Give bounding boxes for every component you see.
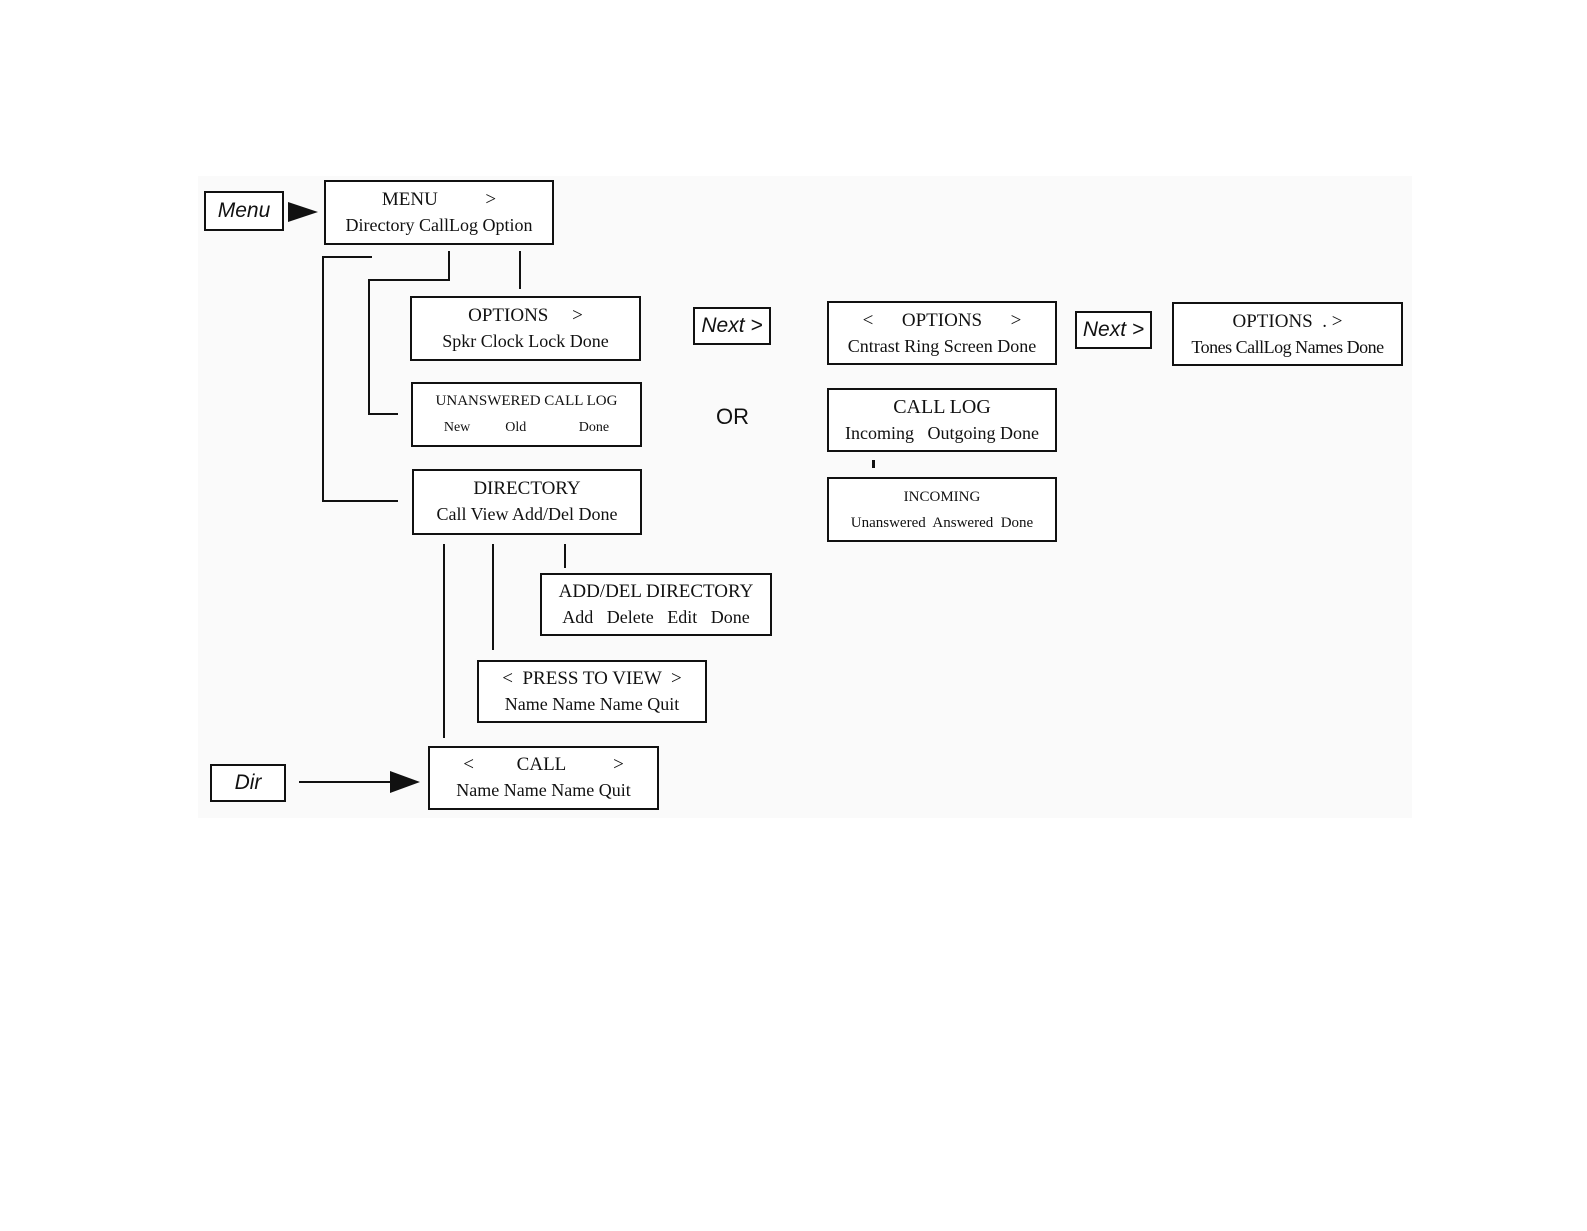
screen-title: ADD/DEL DIRECTORY [558,581,754,602]
connector-line [299,781,395,783]
connector-line [322,256,372,258]
arrow-right-icon [288,202,318,222]
options-screen: OPTIONS > Spkr Clock Lock Done [410,296,641,361]
screen-title: OPTIONS > [468,305,583,326]
screen-title: < PRESS TO VIEW > [502,668,682,689]
connector-line [448,251,450,281]
connector-line [564,544,566,568]
screen-softkeys: Name Name Name Quit [504,694,680,714]
menu-screen: MENU > Directory CallLog Option [324,180,554,245]
connector-line [872,460,875,468]
connector-line [368,279,450,281]
menu-key[interactable]: Menu [204,191,284,231]
connector-line [322,256,324,502]
connector-line [519,251,521,289]
screen-softkeys: Directory CallLog Option [345,215,533,235]
call-log-screen: CALL LOG Incoming Outgoing Done [827,388,1057,452]
connector-line [368,279,370,415]
screen-title: DIRECTORY [473,478,581,499]
screen-title: < CALL > [463,754,624,775]
screen-title: UNANSWERED CALL LOG [435,393,618,409]
screen-softkeys: Call View Add/Del Done [436,504,618,524]
screen-softkeys: Unanswered Answered Done [850,515,1034,531]
screen-title: INCOMING [903,489,981,505]
screen-title: OPTIONS . > [1232,311,1343,332]
options-screen-3: OPTIONS . > Tones CallLog Names Done [1172,302,1403,366]
call-screen: < CALL > Name Name Name Quit [428,746,659,810]
screen-title: < OPTIONS > [862,310,1022,331]
connector-line [368,413,398,415]
or-label: OR [716,404,749,429]
arrow-right-icon [390,771,420,793]
incoming-screen: INCOMING Unanswered Answered Done [827,477,1057,542]
unanswered-call-log-screen: UNANSWERED CALL LOG New Old Done [411,382,642,447]
press-to-view-screen: < PRESS TO VIEW > Name Name Name Quit [477,660,707,723]
diagram-background [198,176,1412,818]
dir-key[interactable]: Dir [210,764,286,802]
connector-line [443,544,445,738]
next-key[interactable]: Next > [693,307,771,345]
screen-title: MENU > [381,189,497,210]
directory-screen: DIRECTORY Call View Add/Del Done [412,469,642,535]
options-screen-2: < OPTIONS > Cntrast Ring Screen Done [827,301,1057,365]
screen-title: CALL LOG [893,396,991,418]
add-del-directory-screen: ADD/DEL DIRECTORY Add Delete Edit Done [540,573,772,636]
next-key[interactable]: Next > [1075,311,1152,349]
screen-softkeys: Add Delete Edit Done [562,607,750,627]
screen-softkeys: Tones CallLog Names Done [1191,337,1384,357]
screen-softkeys: Name Name Name Quit [456,780,631,800]
connector-line [322,500,398,502]
screen-softkeys: Incoming Outgoing Done [845,423,1039,443]
screen-softkeys: Cntrast Ring Screen Done [847,336,1037,356]
screen-softkeys: New Old Done [443,420,610,435]
screen-softkeys: Spkr Clock Lock Done [442,331,609,351]
connector-line [492,544,494,650]
